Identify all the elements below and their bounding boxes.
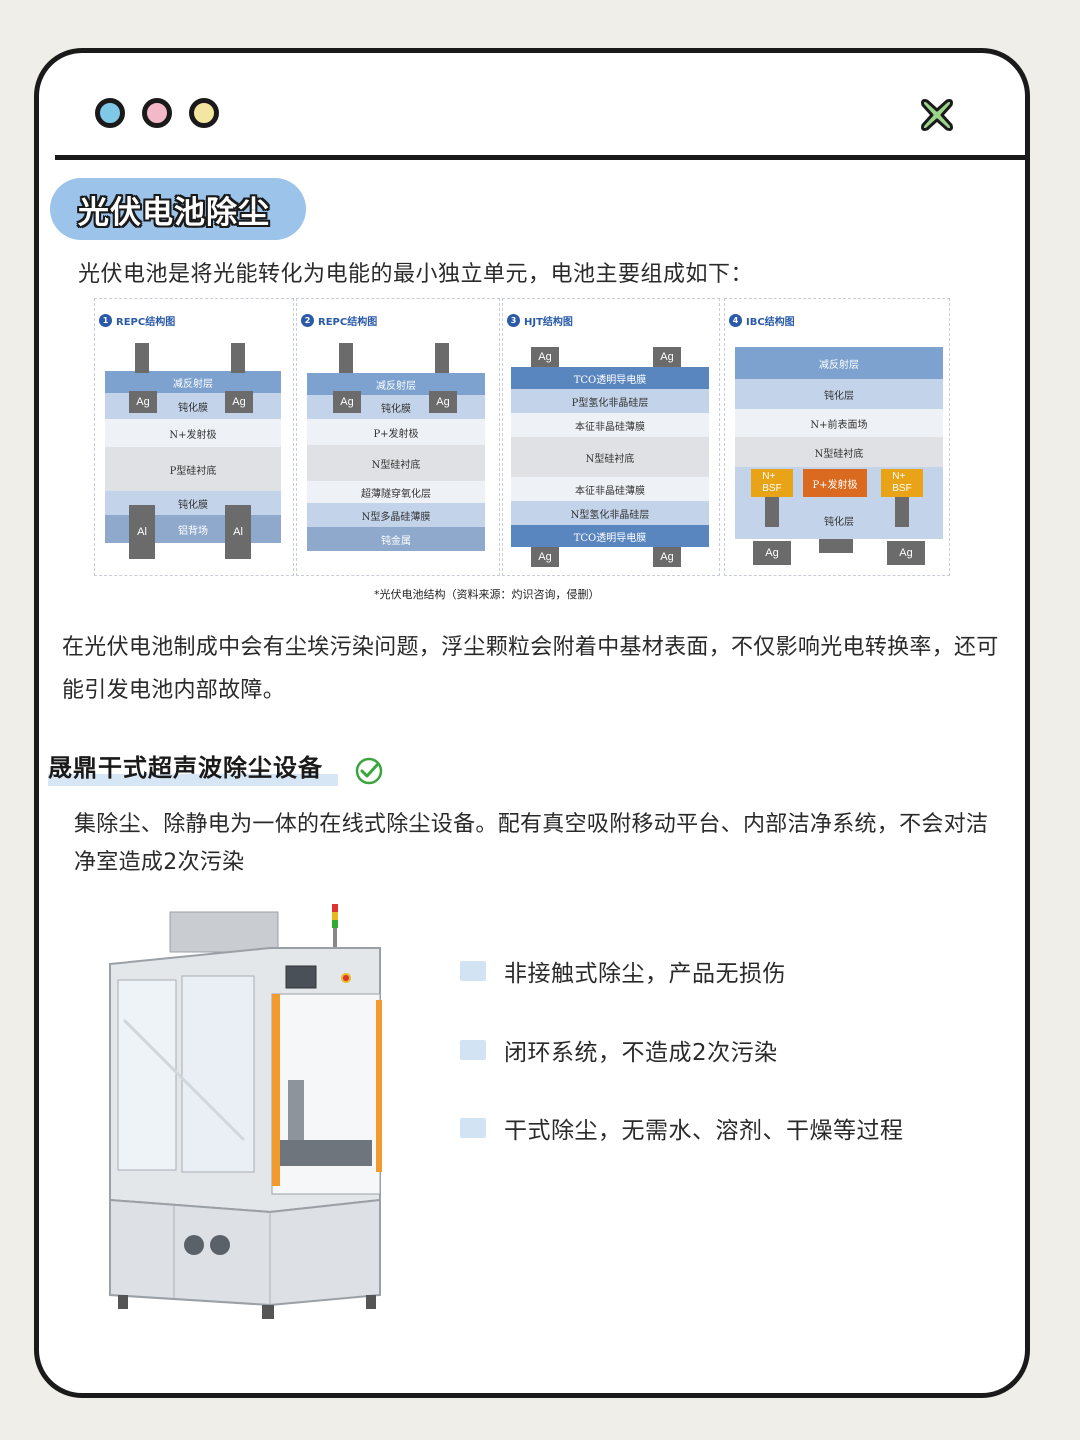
electrode: Ag: [225, 391, 253, 413]
doped-region: P+发射极: [803, 469, 867, 497]
electrode: [765, 497, 779, 527]
layer: N型氢化非晶硅层: [511, 501, 709, 525]
electrode: Ag: [129, 391, 157, 413]
dust-problem-paragraph: 在光伏电池制成中会有尘埃污染问题，浮尘颗粒会附着中基材表面，不仅影响光电转换率，…: [62, 635, 999, 703]
bullet-icon: [460, 1118, 486, 1138]
electrode: Ag: [887, 541, 925, 565]
check-circle-icon: [355, 757, 383, 785]
layer: 超薄隧穿氧化层: [307, 481, 485, 503]
layer: N型多晶硅薄膜: [307, 503, 485, 527]
electrode: Ag: [653, 347, 681, 367]
close-icon[interactable]: [917, 95, 957, 135]
diagram-title: REPC结构图: [318, 317, 378, 328]
feature-label: 干式除尘，无需水、溶剂、干燥等过程: [504, 1118, 904, 1144]
layer: TCO透明导电膜: [511, 525, 709, 547]
electrode: Ag: [653, 547, 681, 567]
feature-item: 干式除尘，无需水、溶剂、干燥等过程: [460, 1111, 904, 1145]
electrode: [339, 343, 353, 373]
layer: 减反射层: [307, 373, 485, 395]
device-title: 晟鼎干式超声波除尘设备: [48, 754, 323, 782]
diagram-number: 3: [507, 314, 520, 327]
window-dot-yellow[interactable]: [189, 98, 219, 128]
diagram-number: 2: [301, 314, 314, 327]
device-heading: 晟鼎干式超声波除尘设备: [48, 748, 338, 786]
electrode: Ag: [333, 391, 361, 413]
layer: P型氢化非晶硅层: [511, 389, 709, 413]
window-dot-pink[interactable]: [142, 98, 172, 128]
electrode: [231, 343, 245, 373]
electrode: [895, 497, 909, 527]
doped-region: N+ BSF: [751, 469, 793, 497]
diagram-title: IBC结构图: [746, 317, 795, 328]
electrode: Al: [129, 505, 155, 559]
section-title: 光伏电池除尘: [50, 178, 306, 240]
layer: N+前表面场: [735, 409, 943, 437]
layer: 减反射层: [735, 347, 943, 379]
electrode: Al: [225, 505, 251, 559]
layer: 本征非晶硅薄膜: [511, 477, 709, 501]
feature-item: 闭环系统，不造成2次污染: [460, 1033, 778, 1067]
bullet-icon: [460, 961, 486, 981]
layer: 减反射层: [105, 371, 281, 393]
electrode: Ag: [531, 547, 559, 567]
feature-label: 非接触式除尘，产品无损伤: [504, 961, 786, 987]
diagram-title: HJT结构图: [524, 317, 573, 328]
title-highlight: [48, 774, 338, 786]
electrode: Ag: [531, 347, 559, 367]
doped-region: N+ BSF: [881, 469, 923, 497]
diagram-title: REPC结构图: [116, 317, 176, 328]
feature-item: 非接触式除尘，产品无损伤: [460, 954, 786, 988]
layer: N型硅衬底: [307, 445, 485, 481]
layer: P型硅衬底: [105, 447, 281, 491]
layer: N+发射极: [105, 419, 281, 447]
layer: N型硅衬底: [735, 437, 943, 467]
dust-removal-machine-image: [109, 904, 382, 1319]
diagram-number: 1: [99, 314, 112, 327]
layer: 钝化层: [735, 379, 943, 409]
diagram-caption: *光伏电池结构（资料来源：灼识咨询，侵删）: [374, 588, 600, 601]
intro-text: 光伏电池是将光能转化为电能的最小独立单元，电池主要组成如下：: [78, 262, 754, 287]
device-description: 集除尘、除静电为一体的在线式除尘设备。配有真空吸附移动平台、内部洁净系统，不会对…: [74, 812, 989, 875]
electrode: Ag: [429, 391, 457, 413]
titlebar-divider: [55, 155, 1027, 160]
layer: N型硅衬底: [511, 437, 709, 477]
diagram-number: 4: [729, 314, 742, 327]
feature-label: 闭环系统，不造成2次污染: [504, 1040, 778, 1066]
electrode: [135, 343, 149, 373]
bullet-icon: [460, 1040, 486, 1060]
layer: 钝金属: [307, 527, 485, 551]
layer: 本征非晶硅薄膜: [511, 413, 709, 437]
window-dot-blue[interactable]: [95, 98, 125, 128]
layer: P+发射极: [307, 419, 485, 445]
electrode: [435, 343, 449, 373]
electrode: Ag: [753, 541, 791, 565]
electrode: [819, 539, 853, 553]
layer: TCO透明导电膜: [511, 367, 709, 389]
